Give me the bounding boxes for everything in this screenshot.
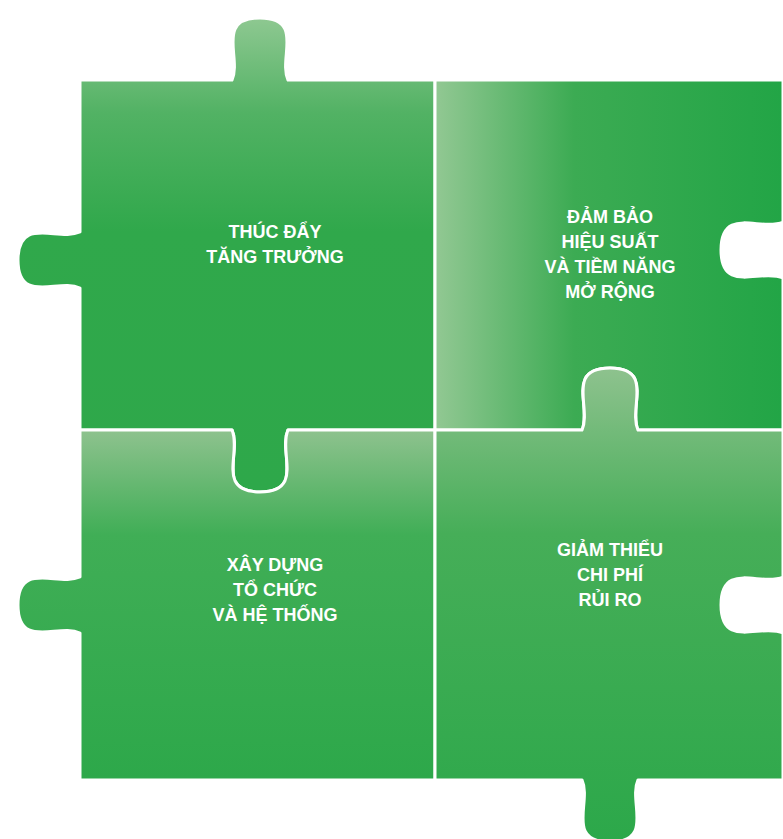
- label-line: HIỆU SUẤT: [544, 230, 675, 255]
- label-line: TỔ CHỨC: [212, 578, 337, 603]
- piece-label: ĐẢM BẢO HIỆU SUẤT VÀ TIỀM NĂNG MỞ RỘNG: [544, 205, 675, 305]
- label-line: CHI PHÍ: [557, 563, 663, 588]
- label-line: TĂNG TRƯỞNG: [206, 245, 343, 270]
- label-line: XÂY DỰNG: [212, 553, 337, 578]
- puzzle-outline: [355, 350, 783, 839]
- label-line: GIẢM THIỂU: [557, 538, 663, 563]
- puzzle-shape: [18, 18, 435, 492]
- puzzle-shape: [435, 368, 783, 839]
- label-line: THÚC ĐẨY: [206, 220, 343, 245]
- label-line: ĐẢM BẢO: [544, 205, 675, 230]
- puzzle-shape: [18, 430, 435, 780]
- piece-label: GIẢM THIỂU CHI PHÍ RỦI RO: [557, 538, 663, 613]
- label-line: RỦI RO: [557, 588, 663, 613]
- piece-label: THÚC ĐẨY TĂNG TRƯỞNG: [206, 220, 343, 270]
- puzzle-piece: GIẢM THIỂU CHI PHÍ RỦI RO: [435, 430, 783, 780]
- puzzle-piece: THÚC ĐẨY TĂNG TRƯỞNG: [80, 80, 435, 430]
- label-line: MỞ RỘNG: [544, 280, 675, 305]
- puzzle-piece: XÂY DỰNG TỔ CHỨC VÀ HỆ THỐNG: [80, 430, 435, 780]
- label-line: VÀ TIỀM NĂNG: [544, 255, 675, 280]
- piece-label: XÂY DỰNG TỔ CHỨC VÀ HỆ THỐNG: [212, 553, 337, 628]
- label-line: VÀ HỆ THỐNG: [212, 603, 337, 628]
